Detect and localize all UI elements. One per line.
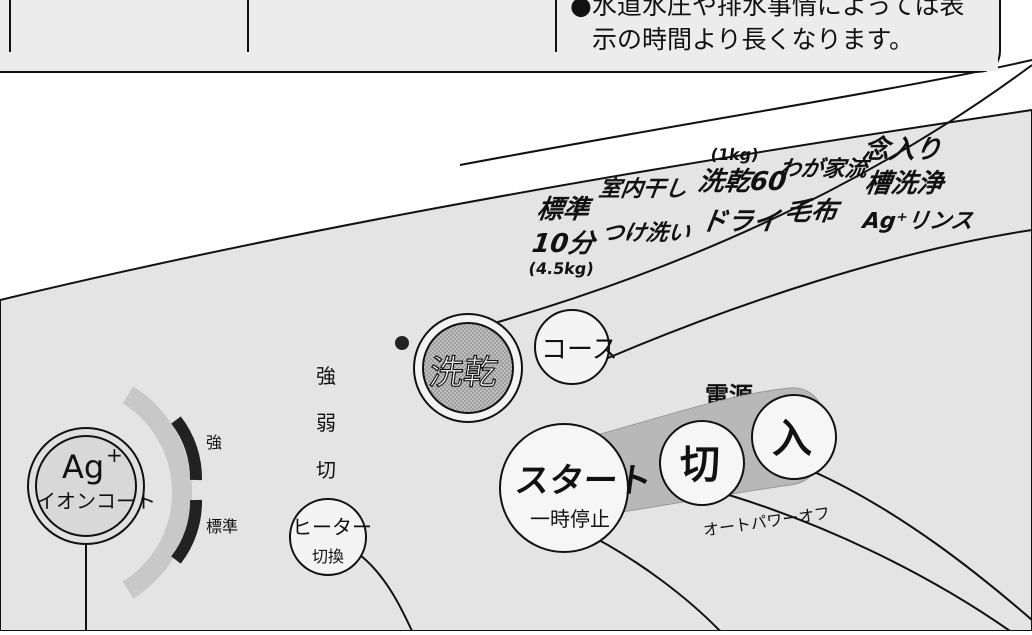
ag-button-label: Ag <box>62 448 104 486</box>
course-dry: ドライ <box>699 207 783 237</box>
start-pause-button[interactable]: スタート 一時停止 <box>499 423 655 553</box>
course-hyojun: 標準 <box>535 195 595 225</box>
ag-button-plus: + <box>106 443 123 467</box>
sengan-button[interactable]: 洗乾 <box>413 313 523 423</box>
heater-weak-label: 弱 <box>316 411 336 435</box>
power-off-label: 切 <box>680 442 720 488</box>
sengan-indicator-lamp <box>395 336 409 350</box>
ag-standard-label: 標準 <box>206 517 238 536</box>
course-wagaya: わが家流 <box>777 156 872 182</box>
heater-strong-label: 強 <box>316 364 336 388</box>
start-button-sublabel: 一時停止 <box>530 507 610 531</box>
heater-button-sublabel: 切換 <box>312 547 344 566</box>
note-line-1: ●水道水圧や排水事情によっては表 <box>570 0 964 20</box>
ag-level-arc <box>122 386 192 599</box>
course-shitsunai: 室内干し <box>597 176 689 202</box>
power-on-button[interactable]: 入 <box>751 394 837 480</box>
course-button[interactable]: コース <box>534 309 618 385</box>
ag-level-strong-segment <box>171 416 203 481</box>
power-on-label: 入 <box>772 416 812 462</box>
leader-lines <box>85 64 1032 632</box>
course-10min: 10分 <box>530 229 599 259</box>
sengan-button-label: 洗乾 <box>427 353 501 393</box>
course-moufu: 毛布 <box>783 197 843 227</box>
start-button-label: スタート <box>513 461 655 501</box>
ag-button-sublabel: イオンコート <box>36 489 156 513</box>
heater-switch-button[interactable]: ヒーター 切換 <box>289 498 372 576</box>
course-sengan60: 洗乾60 <box>696 167 788 197</box>
ag-ion-coat-button[interactable]: Ag + イオンコート <box>27 427 156 545</box>
course-tsukearai: つけ洗い <box>600 220 692 246</box>
course-sengan60-weight: (1kg) <box>709 145 759 164</box>
course-10min-weight: (4.5kg) <box>527 259 595 278</box>
course-sosenjo: 槽洗浄 <box>863 169 948 199</box>
course-button-label: コース <box>541 335 618 365</box>
course-agrinse: Ag⁺リンス <box>859 208 975 234</box>
heater-button-label: ヒーター <box>292 515 372 539</box>
heater-off-label: 切 <box>316 458 336 482</box>
power-off-button[interactable]: 切 <box>659 420 745 506</box>
ag-strong-label: 強 <box>206 433 222 452</box>
note-line-2: 示の時間より長くなります。 <box>592 25 914 54</box>
ag-level-standard-segment <box>171 499 203 564</box>
